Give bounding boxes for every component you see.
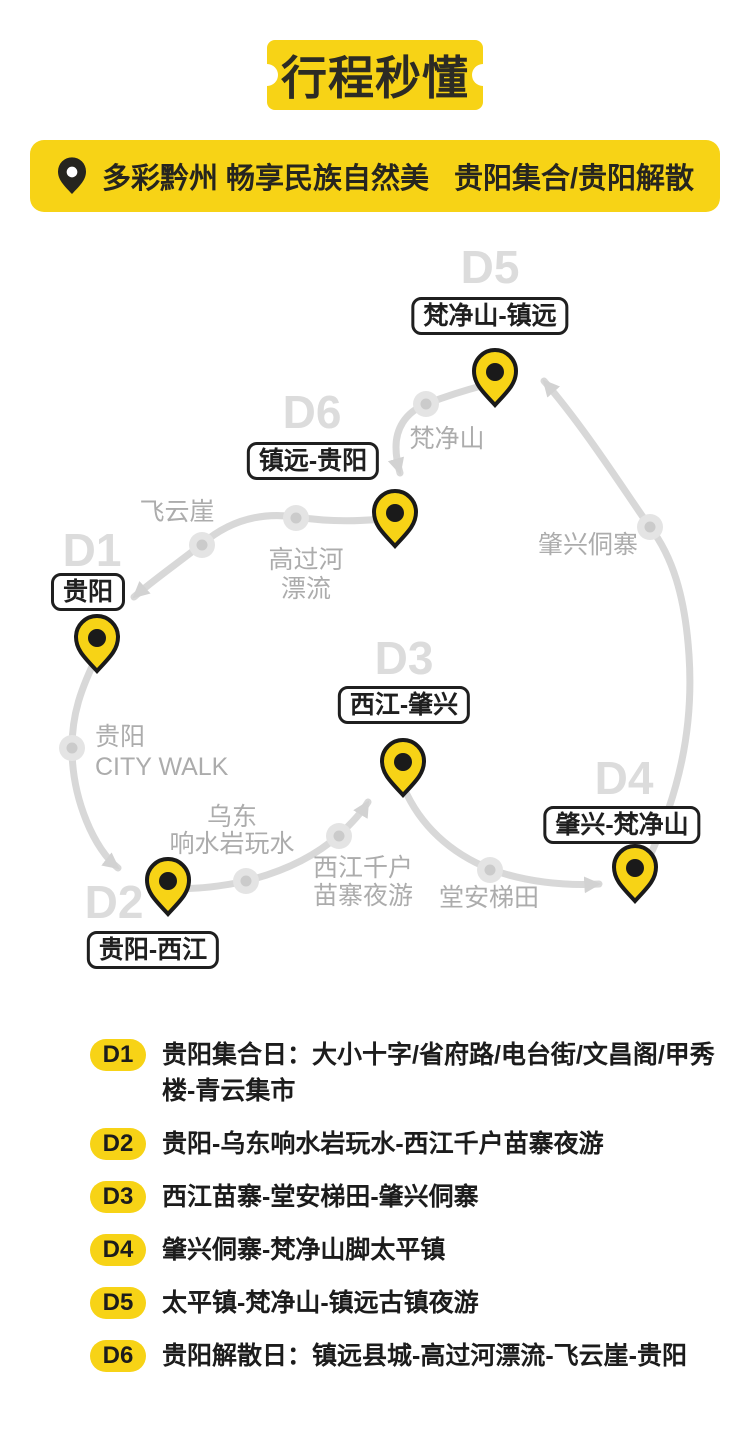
waypoint-label-feiyunya: 飞云崖 bbox=[139, 498, 214, 526]
waypoint-fanjingshan bbox=[413, 391, 439, 417]
day-number-d3: D3 bbox=[375, 632, 434, 684]
waypoint-guiyang-citywalk bbox=[59, 735, 85, 761]
route-banner: 多彩黔州 畅享民族自然美 贵阳集合/贵阳解散 bbox=[30, 140, 720, 212]
waypoint-label-xijiang-2: 苗寨夜游 bbox=[313, 882, 413, 910]
day-label-d3: 西江-肇兴 bbox=[337, 686, 471, 724]
waypoint-gaoguohe bbox=[283, 505, 309, 531]
legend-row-d4: D4 肇兴侗寨-梵净山脚太平镇 bbox=[90, 1232, 722, 1268]
legend-row-d5: D5 太平镇-梵净山-镇远古镇夜游 bbox=[90, 1285, 722, 1321]
map-pin-d6 bbox=[371, 489, 419, 549]
legend-badge-d6: D6 bbox=[90, 1340, 146, 1372]
day-label-d2: 贵阳-西江 bbox=[86, 931, 220, 969]
map-pin-d5 bbox=[471, 348, 519, 408]
banner-meeting-info: 贵阳集合/贵阳解散 bbox=[453, 163, 694, 195]
waypoint-label-wudong-1: 乌东 bbox=[207, 803, 257, 831]
waypoint-label-tangan: 堂安梯田 bbox=[439, 884, 539, 912]
legend-badge-d1: D1 bbox=[90, 1039, 146, 1071]
page-title: 行程秒懂 bbox=[281, 52, 469, 104]
day-label-d5: 梵净山-镇远 bbox=[411, 297, 569, 335]
location-pin-icon bbox=[58, 157, 86, 194]
day-label-d1: 贵阳 bbox=[50, 573, 126, 611]
day-number-d4: D4 bbox=[595, 752, 654, 804]
itinerary-legend: D1 贵阳集合日：大小十字/省府路/电台街/文昌阁/甲秀楼-青云集市 D2 贵阳… bbox=[90, 1037, 722, 1374]
waypoint-label-zhaoxing: 肇兴侗寨 bbox=[538, 531, 638, 559]
day-number-d1: D1 bbox=[63, 524, 122, 576]
waypoint-zhaoxing bbox=[637, 514, 663, 540]
day-number-d2: D2 bbox=[85, 876, 144, 928]
route-path-d6-d1 bbox=[130, 512, 406, 601]
waypoint-xijiang bbox=[326, 823, 352, 849]
map-pin-d2 bbox=[144, 857, 192, 917]
map-pin-d4 bbox=[611, 844, 659, 904]
legend-text-d3: 西江苗寨-堂安梯田-肇兴侗寨 bbox=[162, 1183, 479, 1211]
route-path-d5-d6 bbox=[387, 381, 489, 477]
route-path-d2-d3 bbox=[151, 798, 372, 893]
legend-badge-d5: D5 bbox=[90, 1287, 146, 1319]
waypoint-label-gaoguohe-1: 高过河 bbox=[268, 546, 343, 574]
waypoint-label-gaoguohe-2: 漂流 bbox=[281, 575, 331, 603]
waypoint-label-fanjingshan: 梵净山 bbox=[409, 425, 484, 453]
legend-badge-d3: D3 bbox=[90, 1181, 146, 1213]
waypoint-label-guiyang-2: CITY WALK bbox=[95, 753, 229, 781]
day-number-d5: D5 bbox=[461, 245, 520, 293]
legend-badge-d4: D4 bbox=[90, 1234, 146, 1266]
ticket-notch-left bbox=[256, 64, 278, 86]
waypoint-feiyunya bbox=[189, 532, 215, 558]
legend-text-d1: 贵阳集合日：大小十字/省府路/电台街/文昌阁/甲秀楼-青云集市 bbox=[162, 1041, 715, 1105]
legend-badge-d2: D2 bbox=[90, 1128, 146, 1160]
map-pin-d1 bbox=[73, 614, 121, 674]
legend-text-d2: 贵阳-乌东响水岩玩水-西江千户苗寨夜游 bbox=[162, 1130, 604, 1158]
waypoint-wudong bbox=[233, 868, 259, 894]
waypoint-label-wudong-2: 响水岩玩水 bbox=[169, 830, 294, 858]
legend-row-d3: D3 西江苗寨-堂安梯田-肇兴侗寨 bbox=[90, 1179, 722, 1215]
day-label-d4: 肇兴-梵净山 bbox=[543, 806, 701, 844]
legend-row-d6: D6 贵阳解散日：镇远县城-高过河漂流-飞云崖-贵阳 bbox=[90, 1338, 722, 1374]
banner-slogan: 多彩黔州 畅享民族自然美 bbox=[102, 163, 430, 195]
legend-text-d5: 太平镇-梵净山-镇远古镇夜游 bbox=[162, 1289, 479, 1317]
day-number-d6: D6 bbox=[283, 386, 342, 438]
map-pin-d3 bbox=[379, 738, 427, 798]
day-label-d6: 镇远-贵阳 bbox=[246, 442, 380, 480]
waypoint-tangan bbox=[477, 857, 503, 883]
waypoint-label-guiyang-1: 贵阳 bbox=[95, 723, 145, 751]
waypoint-label-xijiang-1: 西江千户 bbox=[313, 854, 413, 882]
route-path-d4-d5 bbox=[540, 377, 694, 862]
legend-row-d2: D2 贵阳-乌东响水岩玩水-西江千户苗寨夜游 bbox=[90, 1126, 722, 1162]
legend-row-d1: D1 贵阳集合日：大小十字/省府路/电台街/文昌阁/甲秀楼-青云集市 bbox=[90, 1037, 722, 1109]
title-badge: 行程秒懂 bbox=[256, 40, 494, 110]
route-map: 飞云崖 高过河 漂流 梵净山 肇兴侗寨 贵阳 CITY WALK 乌东 响水岩玩… bbox=[59, 245, 694, 928]
ticket-notch-right bbox=[472, 64, 494, 86]
legend-text-d6: 贵阳解散日：镇远县城-高过河漂流-飞云崖-贵阳 bbox=[162, 1342, 687, 1370]
legend-text-d4: 肇兴侗寨-梵净山脚太平镇 bbox=[162, 1236, 446, 1264]
